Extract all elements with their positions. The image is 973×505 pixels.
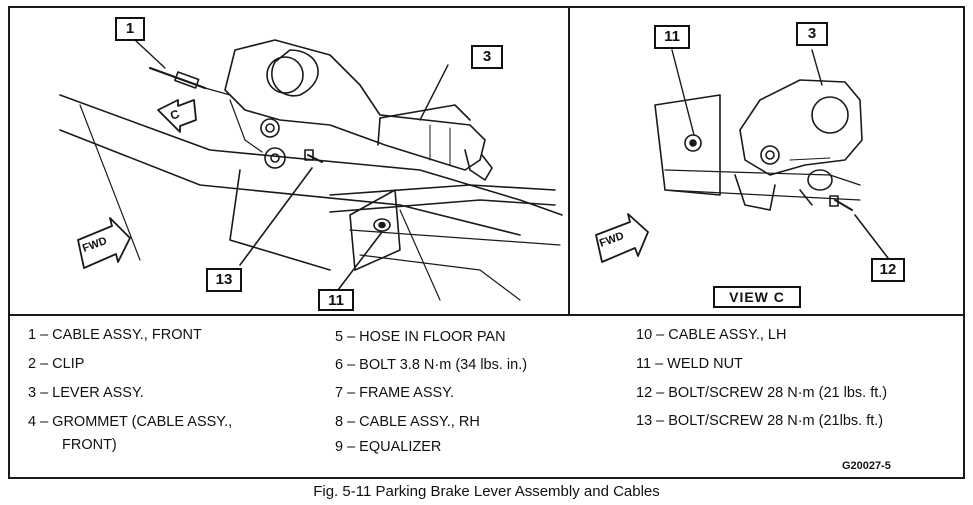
callout-1: 1 xyxy=(115,17,145,41)
fwd-arrow-icon xyxy=(595,213,649,263)
figure-code: G20027-5 xyxy=(842,460,891,472)
legend-item: 11 – WELD NUT xyxy=(636,356,743,372)
legend-item: FRONT) xyxy=(62,437,117,453)
callout-13: 13 xyxy=(206,268,242,292)
legend-item: 2 – CLIP xyxy=(28,356,85,372)
figure-frame xyxy=(8,6,965,479)
legend-item: 1 – CABLE ASSY., FRONT xyxy=(28,327,202,343)
c-arrow-icon xyxy=(157,99,197,133)
legend-item: 13 – BOLT/SCREW 28 N·m (21lbs. ft.) xyxy=(636,413,884,429)
figure-caption: Fig. 5-11 Parking Brake Lever Assembly a… xyxy=(313,483,660,500)
legend-item: 6 – BOLT 3.8 N·m (34 lbs. in.) xyxy=(335,357,528,373)
callout-3-left: 3 xyxy=(471,45,503,69)
legend-item: 4 – GROMMET (CABLE ASSY., xyxy=(28,414,233,430)
callout-3-right: 3 xyxy=(796,22,828,46)
legend-item: 12 – BOLT/SCREW 28 N·m (21 lbs. ft.) xyxy=(636,385,888,401)
legend-item: 5 – HOSE IN FLOOR PAN xyxy=(335,329,506,345)
panel-divider xyxy=(568,6,570,314)
view-c-label: VIEW C xyxy=(713,286,801,308)
fwd-arrow-icon xyxy=(77,217,131,269)
callout-11-right: 11 xyxy=(654,25,690,49)
legend-divider xyxy=(8,314,965,316)
callout-11-left: 11 xyxy=(318,289,354,311)
legend-item: 10 – CABLE ASSY., LH xyxy=(636,327,787,343)
legend-item: 3 – LEVER ASSY. xyxy=(28,385,144,401)
legend-item: 8 – CABLE ASSY., RH xyxy=(335,414,480,430)
legend-item: 9 – EQUALIZER xyxy=(335,439,442,455)
legend-item: 7 – FRAME ASSY. xyxy=(335,385,455,401)
callout-12: 12 xyxy=(871,258,905,282)
